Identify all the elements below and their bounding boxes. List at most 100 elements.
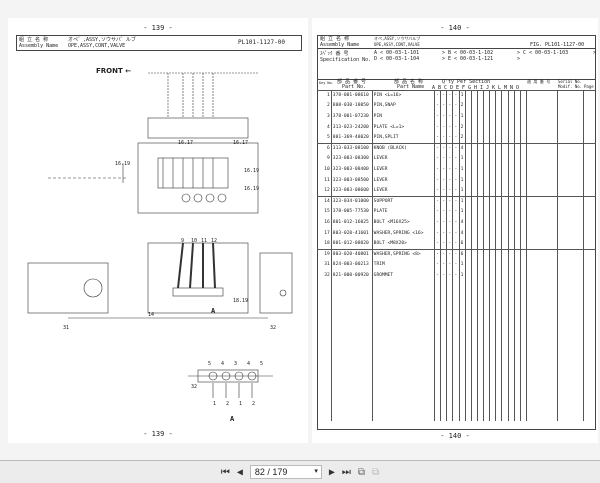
section-header: O xyxy=(516,85,520,91)
page-number-top: - 140 - xyxy=(440,24,470,32)
assembly-label: Assembly Name xyxy=(19,43,59,49)
callout: 16.17 xyxy=(233,140,249,146)
callout: 18.19 xyxy=(233,298,249,304)
part-no: 313-033-08100 xyxy=(330,142,373,155)
callout: 2 xyxy=(252,401,256,407)
part-no: 378-001-07230 xyxy=(330,111,373,123)
key-no: 10 xyxy=(324,166,330,172)
section-header: H xyxy=(474,85,478,91)
chevron-down-icon[interactable]: ▾ xyxy=(314,468,318,475)
part-name: WASHER,SPRING <8> xyxy=(371,248,435,260)
spec-c: > C < 00-03-1-103 xyxy=(517,50,569,56)
col-page: Page xyxy=(584,84,594,89)
qty: 1 xyxy=(458,270,466,282)
key-no: 14 xyxy=(317,195,332,208)
callout: 4 xyxy=(221,361,225,367)
part-name: LEVER xyxy=(371,175,435,186)
part-no: 313-023-24200 xyxy=(330,122,373,133)
part-name: BOLT <M8X20> xyxy=(371,238,435,250)
assembly-label-jp: 組 立 名 称 xyxy=(19,37,49,43)
part-name: PIN xyxy=(371,111,435,123)
spec-e: > E < 00-03-1-121 xyxy=(442,56,494,62)
section-header: C xyxy=(444,85,448,91)
page-selector[interactable]: 82 / 179▾ xyxy=(249,465,322,479)
qty: 6 xyxy=(458,248,466,260)
qty: 2 xyxy=(458,101,466,112)
assembly-name: OPE,ASSY,CONT,VALVE xyxy=(68,43,126,49)
part-name: BOLT <M16X25> xyxy=(371,217,435,229)
callout: 1 xyxy=(239,401,243,407)
part-no: 323-003-08500 xyxy=(330,175,373,186)
part-no: 821-000-00920 xyxy=(330,270,373,282)
page-139: - 139 - 組 立 名 称 Assembly Name オペ゛,ASSY,ソ… xyxy=(8,18,308,443)
qty: 6 xyxy=(458,238,466,250)
fit-page-icon[interactable]: ⧉ xyxy=(357,466,366,478)
part-name: PLATE <L=1> xyxy=(371,122,435,133)
col-qty: Q'ty Per Section xyxy=(442,79,491,85)
callout: 31 xyxy=(63,325,70,331)
single-page-icon[interactable]: ⧉ xyxy=(372,466,380,478)
col-part-name: Part Name xyxy=(397,84,425,90)
qty: 1 xyxy=(458,175,466,186)
qty: 1 xyxy=(458,164,466,176)
last-page-icon[interactable]: ⏭ xyxy=(341,466,351,478)
part-no: 323-003-08400 xyxy=(330,164,373,176)
key-no: 31 xyxy=(324,262,330,268)
previous-page-icon[interactable]: ◀ xyxy=(236,466,243,478)
part-no: 801-369-48020 xyxy=(330,132,373,144)
section-header: J xyxy=(486,85,490,91)
fig-number: PL101-1127-00 xyxy=(238,39,285,46)
header-box xyxy=(16,35,302,51)
parts-diagram xyxy=(27,72,293,398)
callout: 5 xyxy=(260,361,264,367)
spec-d: D < 00-03-1-104 xyxy=(374,56,420,62)
callout: 16.17 xyxy=(178,140,194,146)
part-no: 323-034-01000 xyxy=(330,195,373,208)
qty: 4 xyxy=(458,228,466,239)
callout: 5 xyxy=(208,361,212,367)
section-header: N xyxy=(510,85,514,91)
next-page-icon[interactable]: ▶ xyxy=(328,466,335,478)
spec-a: A < 00-03-1-101 xyxy=(374,50,420,56)
callout: 16.19 xyxy=(115,161,131,167)
part-no: 824-003-00213 xyxy=(330,260,373,271)
pdf-toolbar: ⏮ ◀ 82 / 179▾ ▶ ⏭ ⧉ ⧉ xyxy=(0,460,600,483)
callout: 32 xyxy=(191,384,198,390)
callout: 4 xyxy=(247,361,251,367)
first-page-icon[interactable]: ⏮ xyxy=(220,466,230,478)
spec-end: > xyxy=(593,50,597,56)
key-no: 5 xyxy=(327,134,330,140)
key-no: 3 xyxy=(327,113,330,119)
assembly-name: OPE,ASSY,CONT,VALVE xyxy=(374,42,420,47)
qty: 1 xyxy=(458,111,466,123)
part-no: 323-003-08600 xyxy=(330,185,373,197)
callout: 1 xyxy=(213,401,217,407)
callout: 16.19 xyxy=(244,168,260,174)
part-no: 803-020-40801 xyxy=(330,248,373,260)
assembly-label-jp: 組 立 名 称 xyxy=(320,36,350,42)
page-140: - 140 - 組 立 名 称 Assembly Name オペ,ASSY,ソウ… xyxy=(312,18,598,443)
part-no: 323-003-08300 xyxy=(330,154,373,165)
part-no: 378-001-08610 xyxy=(330,90,373,102)
page-number-top: - 139 - xyxy=(143,24,173,32)
page-number-bottom: - 140 - xyxy=(440,432,470,440)
page-number-bottom: - 139 - xyxy=(143,430,173,438)
key-no: 12 xyxy=(324,187,330,193)
section-header: I xyxy=(480,85,484,91)
callout: 10 xyxy=(191,238,198,244)
part-name: SUPPORT xyxy=(371,195,435,208)
callout: 16.19 xyxy=(244,186,260,192)
key-no: 2 xyxy=(327,103,330,109)
key-no: 4 xyxy=(327,124,330,130)
section-header: B xyxy=(438,85,442,91)
section-header: D xyxy=(450,85,454,91)
